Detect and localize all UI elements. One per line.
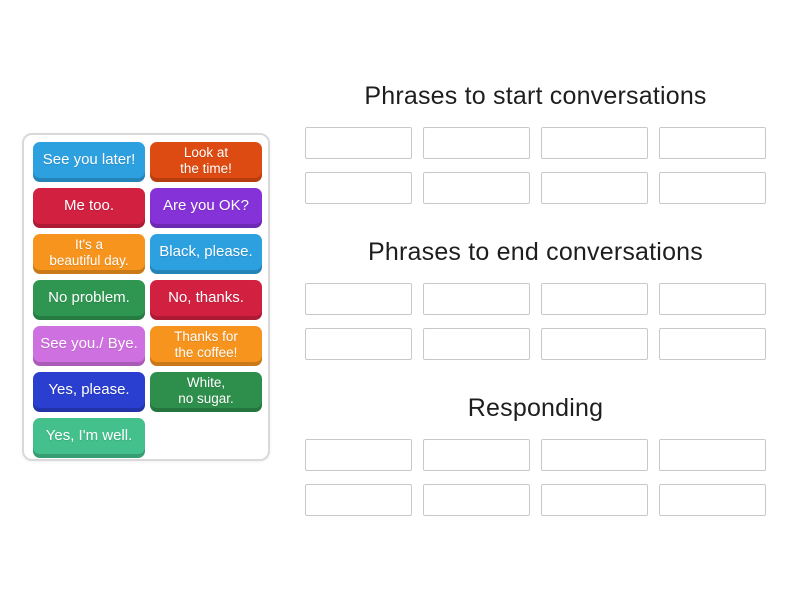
drop-slot[interactable] xyxy=(541,172,648,204)
drop-slot[interactable] xyxy=(423,283,530,315)
draggable-tile[interactable]: See you./ Bye. xyxy=(33,326,145,366)
category-title: Phrases to start conversations xyxy=(364,82,707,110)
drop-slot[interactable] xyxy=(659,439,766,471)
category-title: Responding xyxy=(467,394,604,422)
drop-slot[interactable] xyxy=(659,172,766,204)
drop-slot[interactable] xyxy=(305,439,412,471)
draggable-tile[interactable]: Yes, please. xyxy=(33,372,145,412)
drop-slot[interactable] xyxy=(305,127,412,159)
slot-grid xyxy=(305,127,766,204)
drop-slot[interactable] xyxy=(541,328,648,360)
drop-slot[interactable] xyxy=(541,439,648,471)
drop-slot[interactable] xyxy=(541,283,648,315)
category-group: Responding xyxy=(305,390,766,516)
draggable-tile[interactable]: Yes, I'm well. xyxy=(33,418,145,458)
drop-slot[interactable] xyxy=(541,484,648,516)
draggable-tile[interactable]: White, no sugar. xyxy=(150,372,262,412)
drop-slot[interactable] xyxy=(659,283,766,315)
drop-slot[interactable] xyxy=(423,328,530,360)
drop-slot[interactable] xyxy=(305,328,412,360)
draggable-tile[interactable]: It's a beautiful day. xyxy=(33,234,145,274)
drop-slot[interactable] xyxy=(423,127,530,159)
tile-tray: See you later!Look at the time!Me too.Ar… xyxy=(22,133,270,461)
drop-slot[interactable] xyxy=(659,328,766,360)
draggable-tile[interactable]: No problem. xyxy=(33,280,145,320)
draggable-tile[interactable]: Me too. xyxy=(33,188,145,228)
category-group: Phrases to end conversations xyxy=(305,234,766,360)
drop-slot[interactable] xyxy=(659,127,766,159)
slot-grid xyxy=(305,283,766,360)
category-group: Phrases to start conversations xyxy=(305,78,766,204)
drop-slot[interactable] xyxy=(659,484,766,516)
drop-slot[interactable] xyxy=(541,127,648,159)
category-title: Phrases to end conversations xyxy=(368,238,703,266)
slot-grid xyxy=(305,439,766,516)
draggable-tile[interactable]: See you later! xyxy=(33,142,145,182)
drop-slot[interactable] xyxy=(305,172,412,204)
drop-slot[interactable] xyxy=(423,172,530,204)
draggable-tile[interactable]: Black, please. xyxy=(150,234,262,274)
draggable-tile[interactable]: Thanks for the coffee! xyxy=(150,326,262,366)
drop-slot[interactable] xyxy=(305,484,412,516)
draggable-tile[interactable]: Look at the time! xyxy=(150,142,262,182)
drop-slot[interactable] xyxy=(423,439,530,471)
draggable-tile[interactable]: No, thanks. xyxy=(150,280,262,320)
drop-slot[interactable] xyxy=(423,484,530,516)
draggable-tile[interactable]: Are you OK? xyxy=(150,188,262,228)
drop-slot[interactable] xyxy=(305,283,412,315)
